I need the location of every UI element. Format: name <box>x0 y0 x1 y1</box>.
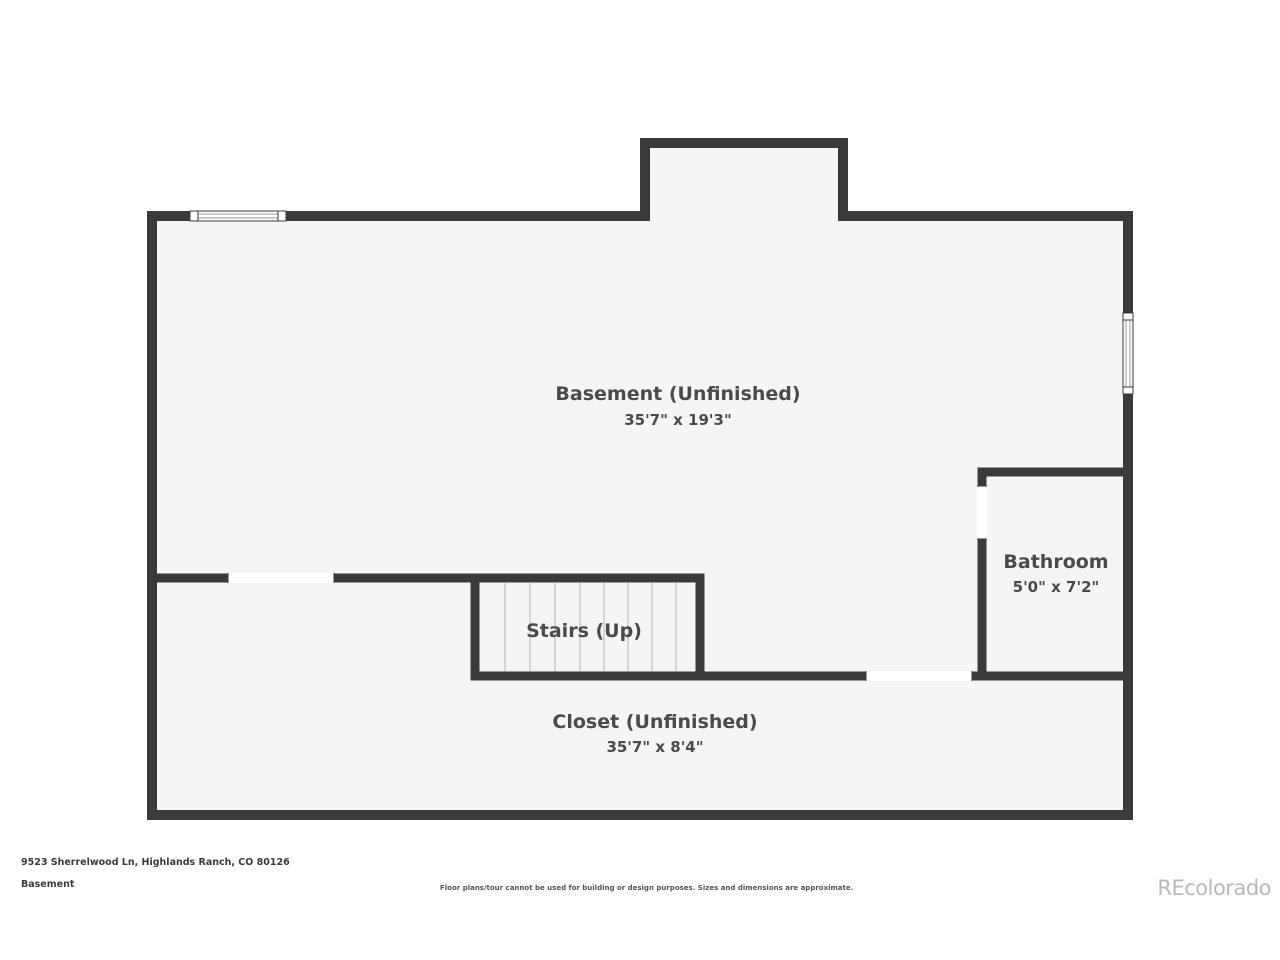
room-name: Basement (Unfinished) <box>555 383 800 405</box>
windows <box>189 210 1134 395</box>
exterior-wall <box>147 138 1133 820</box>
closet-door-opening <box>228 573 334 583</box>
property-address: 9523 Sherrelwood Ln, Highlands Ranch, CO… <box>21 857 290 868</box>
disclaimer: Floor plans/tour cannot be used for buil… <box>440 884 854 892</box>
room-dimensions: 35'7" x 19'3" <box>624 411 732 429</box>
room-label-stairs: Stairs (Up) <box>526 620 642 642</box>
window-right <box>1122 312 1134 395</box>
bathroom-door-opening <box>977 486 987 539</box>
lower-door-opening <box>866 671 972 681</box>
room-name: Bathroom <box>1003 551 1108 573</box>
room-name: Stairs (Up) <box>526 620 642 642</box>
room-dimensions: 35'7" x 8'4" <box>606 738 703 756</box>
floor-name: Basement <box>21 879 75 890</box>
room-label-closet: Closet (Unfinished) 35'7" x 8'4" <box>552 711 757 756</box>
stair-treads <box>504 583 677 671</box>
door-openings <box>227 485 987 681</box>
window-top <box>189 210 287 222</box>
room-label-basement: Basement (Unfinished) 35'7" x 19'3" <box>555 383 800 429</box>
room-dimensions: 5'0" x 7'2" <box>1013 578 1100 596</box>
brand-logo: REcolorado <box>1157 876 1271 900</box>
room-label-bathroom: Bathroom 5'0" x 7'2" <box>1003 551 1108 596</box>
floor-area <box>152 143 1128 815</box>
room-name: Closet (Unfinished) <box>552 711 757 733</box>
